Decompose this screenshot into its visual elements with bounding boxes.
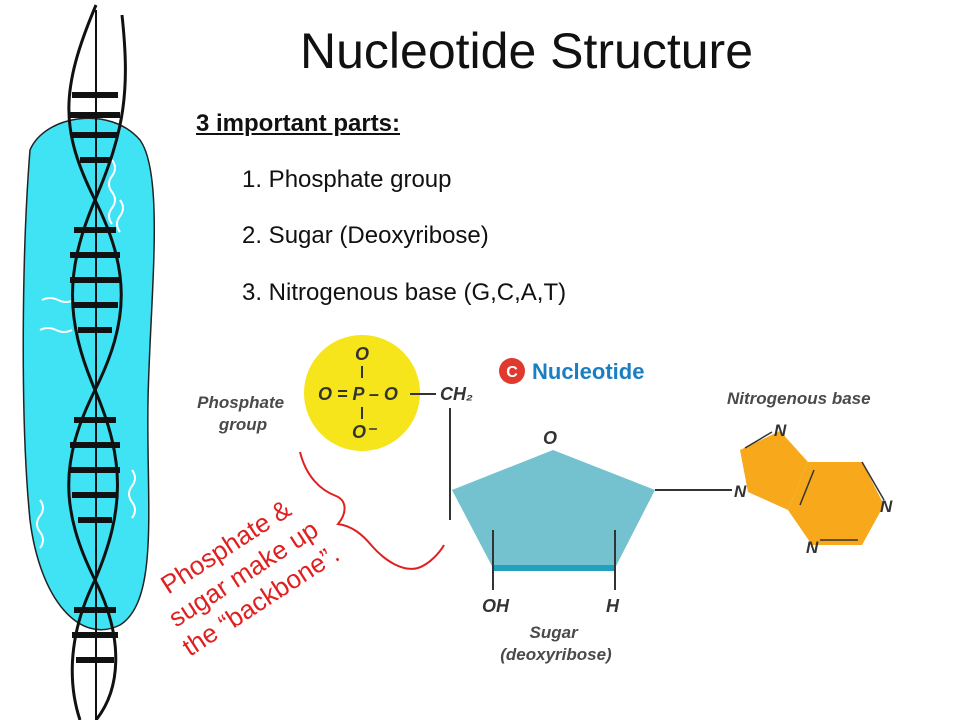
sugar-oh-label: OH [482, 596, 510, 616]
backbone-bracket [299, 451, 445, 570]
nitrogenous-base-label: Nitrogenous base [727, 389, 871, 408]
base-atom-n3: N [880, 497, 893, 516]
sugar-ring-oxygen: O [543, 428, 557, 448]
figure-badge-icon [499, 358, 525, 384]
base-atom-n4: N [806, 538, 819, 557]
sugar-h-label: H [606, 596, 620, 616]
base-atom-n2: N [734, 482, 747, 501]
ch2-label: CH₂ [440, 384, 473, 404]
sugar-pentagon [452, 450, 655, 568]
dna-squiggles [36, 159, 136, 549]
part-item-phosphate: 1. Phosphate group [242, 166, 452, 193]
phosphate-group-label: Phosphate group [197, 393, 289, 434]
sugar-label: Sugar (deoxyribose) [500, 623, 612, 664]
parts-subheading: 3 important parts: [196, 110, 401, 137]
base-six-ring [788, 462, 884, 545]
base-atom-n1: N [774, 421, 787, 440]
figure-badge-title: Nucleotide [532, 359, 644, 384]
phosphate-formula-middle: O = P – O [318, 384, 398, 404]
slide-title: Nucleotide Structure [300, 23, 754, 79]
phosphate-circle [304, 335, 420, 451]
figure-badge-letter: C [506, 364, 518, 381]
dna-strands [67, 4, 127, 720]
part-item-base: 3. Nitrogenous base (G,C,A,T) [242, 279, 567, 306]
phosphate-bottom-o: O⁻ [352, 422, 378, 442]
base-five-ring [740, 431, 808, 510]
dna-rungs [70, 92, 120, 663]
phosphate-top-o: O [355, 344, 369, 364]
dna-helix-illustration [22, 4, 155, 720]
part-item-sugar: 2. Sugar (Deoxyribose) [242, 222, 489, 249]
